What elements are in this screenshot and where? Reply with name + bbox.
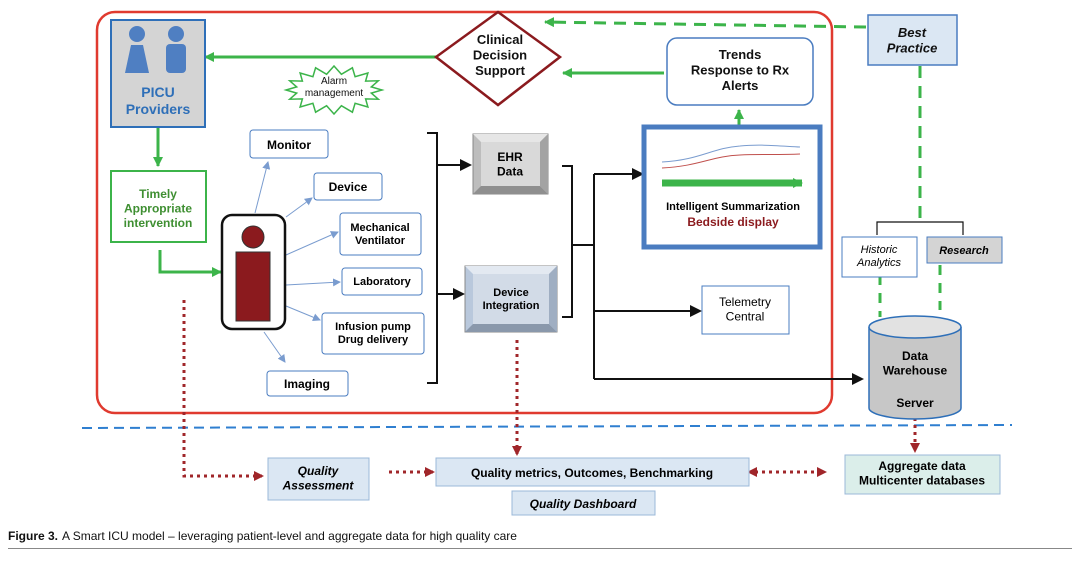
bracket-ehr-integration bbox=[562, 165, 573, 318]
bracket-analytics-research bbox=[876, 221, 964, 235]
laboratory-box: Laboratory bbox=[341, 267, 423, 296]
device-label: Device bbox=[329, 180, 368, 194]
device-box: Device bbox=[313, 172, 383, 201]
dashed-bestpractice-to-cds bbox=[544, 17, 867, 29]
separator-line bbox=[81, 424, 1013, 429]
server-label: Server bbox=[896, 396, 934, 410]
trend-line-blue bbox=[661, 144, 801, 163]
research-label: Research bbox=[939, 245, 989, 257]
trend-line-red bbox=[661, 153, 801, 169]
imaging-box: Imaging bbox=[266, 370, 349, 397]
quality-metrics-label: Quality metrics, Outcomes, Benchmarking bbox=[471, 466, 713, 480]
monitor-label: Monitor bbox=[267, 138, 311, 152]
patient-icon bbox=[220, 213, 287, 331]
bracket-sources bbox=[427, 132, 438, 384]
figure-caption: Figure 3.A Smart ICU model – leveraging … bbox=[8, 529, 517, 543]
caption-divider bbox=[8, 548, 1072, 549]
arrow-intervention-to-patient bbox=[158, 250, 222, 277]
patient-source-arrows bbox=[254, 161, 341, 363]
icu-boundary bbox=[95, 10, 834, 415]
laboratory-label: Laboratory bbox=[353, 276, 411, 288]
monitor-box: Monitor bbox=[249, 129, 329, 159]
bedside-display-label: Bedside display bbox=[687, 215, 779, 229]
quality-dashboard-label: Quality Dashboard bbox=[530, 497, 637, 511]
figure-label: Figure 3. bbox=[8, 529, 59, 543]
bedside-display-box: Intelligent Summarization Bedside displa… bbox=[641, 124, 823, 250]
figure-caption-text: A Smart ICU model – leveraging patient-l… bbox=[62, 529, 517, 543]
quality-dashboard-box: Quality Dashboard bbox=[511, 490, 656, 516]
imaging-label: Imaging bbox=[284, 377, 330, 391]
research-box: Research bbox=[926, 236, 1003, 264]
people-icon bbox=[125, 26, 186, 73]
quality-metrics-box: Quality metrics, Outcomes, Benchmarking bbox=[435, 457, 750, 487]
intelligent-summarization-label: Intelligent Summarization bbox=[666, 201, 800, 213]
dotted-patient-to-quality-assessment bbox=[182, 300, 264, 481]
